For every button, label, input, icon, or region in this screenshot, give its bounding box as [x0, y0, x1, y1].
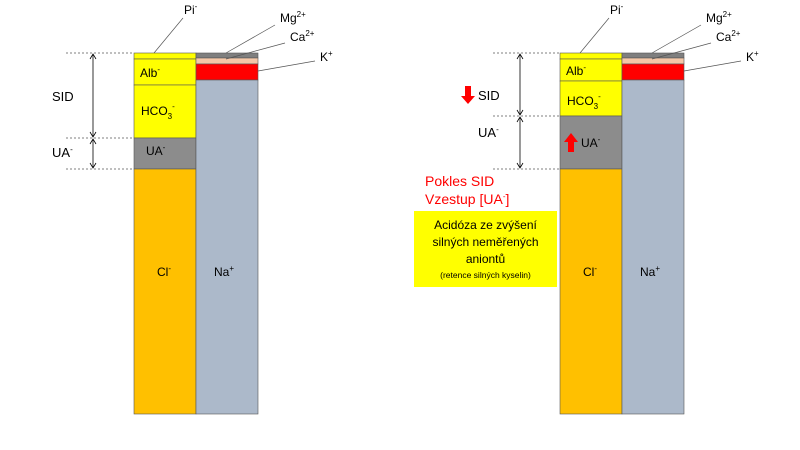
left-cl-label: Cl- [157, 264, 171, 279]
right-pi-bar [559, 52, 623, 60]
left-mg-bar [195, 52, 259, 59]
right-ca-label: Ca2+ [716, 29, 741, 44]
left-alb-bar [133, 58, 197, 86]
left-alb-label: Alb- [140, 65, 160, 80]
left-mg-label: Mg2+ [280, 10, 306, 25]
right-ua-side-label: UA- [478, 125, 499, 140]
right-k-bar [621, 63, 685, 81]
annotation-box-line3: aniontů [466, 252, 505, 266]
right-pi-label: Pi- [610, 2, 624, 17]
left-ua-label: UA- [146, 143, 166, 158]
right-mg-label: Mg2+ [706, 10, 732, 25]
left-na-bar [195, 79, 259, 415]
left-k-bar [195, 63, 259, 81]
right-ua-label: UA- [581, 135, 601, 150]
right-mg-leader [651, 24, 702, 54]
right-na-bar [621, 79, 685, 415]
right-na-label: Na+ [640, 264, 660, 279]
left-k-label: K+ [320, 49, 333, 64]
left-pi-leader [153, 17, 184, 54]
left-mg-leader [225, 24, 276, 54]
right-pi-leader [579, 17, 610, 54]
right-ca-leader [651, 42, 712, 60]
annotation-box-line2: silných neměřených [432, 235, 538, 249]
left-cl-bar [133, 168, 197, 415]
left-gamblegram: SID UA- Pi- Mg2+ Ca2+ K+ Alb- HCO3- UA- … [52, 2, 333, 415]
left-hco3-label: HCO3- [141, 102, 175, 121]
annotation-box-line4: (retence silných kyselin) [440, 270, 531, 280]
left-na-label: Na+ [214, 264, 234, 279]
right-hco3-label: HCO3- [567, 92, 601, 111]
annotation-box-line1: Acidóza ze zvýšení [434, 218, 537, 232]
left-ua-side-label: UA- [52, 145, 73, 160]
left-sid-label: SID [52, 89, 74, 104]
right-sid-label: SID [478, 88, 500, 103]
right-gamblegram: SID UA- Pi- Mg2+ Ca2+ K+ Alb- HCO3- UA- … [461, 2, 759, 415]
left-ca-leader [225, 42, 286, 60]
right-cl-bar [559, 168, 623, 415]
annotation: Pokles SID Vzestup [UA-] Acidóza ze zvýš… [414, 173, 557, 287]
left-ca-label: Ca2+ [290, 29, 315, 44]
right-hco3-bar [559, 80, 623, 117]
down-arrow-icon [461, 86, 475, 104]
right-k-leader [683, 60, 742, 72]
right-cl-label: Cl- [583, 264, 597, 279]
up-arrow-icon [564, 133, 578, 152]
left-hco3-bar [133, 84, 197, 139]
left-ua-bar [133, 137, 197, 170]
annotation-box [414, 211, 557, 287]
right-k-label: K+ [746, 49, 759, 64]
left-k-leader [257, 60, 316, 72]
left-pi-bar [133, 52, 197, 60]
annotation-line1: Pokles SID [425, 173, 494, 189]
annotation-line2: Vzestup [UA-] [425, 191, 509, 207]
right-mg-bar [621, 52, 685, 59]
left-pi-label: Pi- [184, 2, 198, 17]
right-alb-label: Alb- [566, 63, 586, 78]
